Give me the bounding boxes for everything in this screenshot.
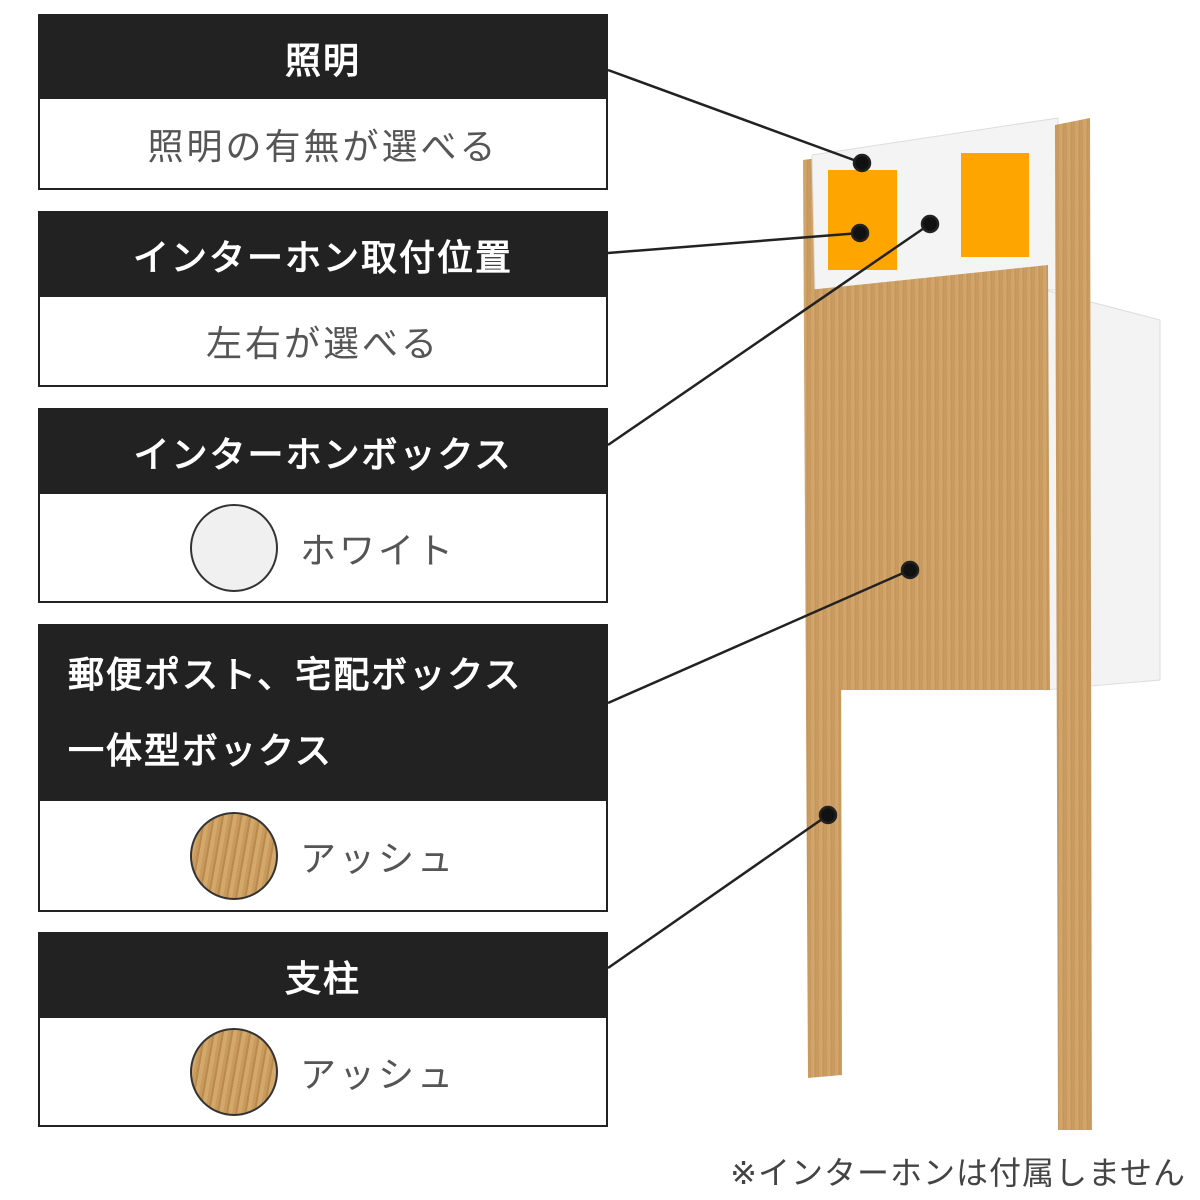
intercom-box xyxy=(811,117,1059,291)
ash-color-swatch xyxy=(189,811,278,900)
ash-color-swatch xyxy=(189,1027,278,1116)
white-color-swatch xyxy=(189,503,278,592)
card-body: 照明の有無が選べる xyxy=(147,126,499,168)
intercom-box-card: インターホンボックス ホワイト xyxy=(38,408,608,603)
card-title: インターホン取付位置 xyxy=(40,213,606,297)
lighting-card: 照明 照明の有無が選べる xyxy=(38,14,608,190)
leader-lines xyxy=(607,68,940,970)
card-body: アッシュ xyxy=(40,1018,606,1125)
card-body: 左右が選べる xyxy=(205,324,440,365)
mailbox-panel xyxy=(808,265,1050,690)
card-title-line: 郵便ポスト、宅配ボックス xyxy=(68,654,523,696)
card-body: アッシュ xyxy=(40,801,606,910)
color-label: アッシュ xyxy=(299,1054,456,1096)
right-post xyxy=(1055,118,1092,1130)
intercom-not-included-note: ※インターホンは付属しません xyxy=(730,1154,1186,1192)
color-label: ホワイト xyxy=(299,530,456,572)
card-title: インターホンボックス xyxy=(40,410,606,494)
card-title: 郵便ポスト、宅配ボックス 一体型ボックス xyxy=(40,626,606,801)
card-title: 照明 xyxy=(40,16,606,99)
intercom-right-position xyxy=(961,153,1029,257)
card-body: ホワイト xyxy=(40,494,606,601)
mailbox-card: 郵便ポスト、宅配ボックス 一体型ボックス アッシュ xyxy=(38,624,608,912)
post-card: 支柱 アッシュ xyxy=(38,932,608,1127)
intercom-position-card: インターホン取付位置 左右が選べる xyxy=(38,211,608,387)
color-label: アッシュ xyxy=(299,838,456,880)
card-title: 支柱 xyxy=(40,934,606,1018)
card-title-line: 一体型ボックス xyxy=(68,730,333,772)
